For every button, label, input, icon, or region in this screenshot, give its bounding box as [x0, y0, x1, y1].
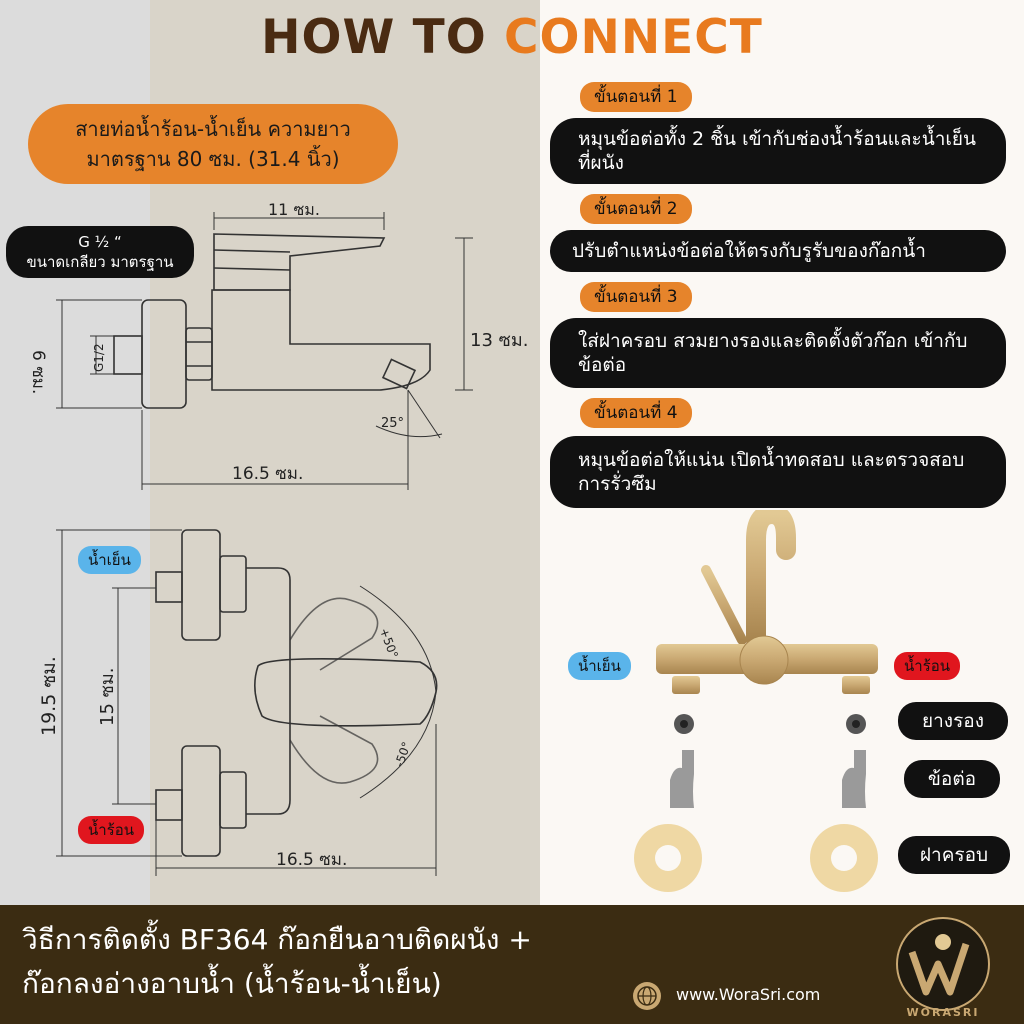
parts-cold-label: น้ำเย็น — [568, 652, 631, 680]
inlet-hot — [155, 789, 183, 821]
step-tag-4: ขั้นตอนที่ 4 — [580, 398, 692, 428]
dim-height-inner: 15 ซม. — [97, 667, 118, 726]
handle-side — [213, 233, 386, 291]
hose-note: สายท่อน้ำร้อน-น้ำเย็น ความยาว มาตรฐาน 80… — [28, 104, 398, 184]
parts-hot-label: น้ำร้อน — [894, 652, 960, 680]
hose-note-line2: มาตรฐาน 80 ซม. (31.4 นิ้ว) — [86, 147, 340, 171]
footer-title: วิธีการติดตั้ง BF364 ก๊อกยืนอาบติดผนัง +… — [22, 918, 532, 1006]
thread-note-line1: G ½ “ — [78, 233, 122, 251]
faucet-body-top — [246, 567, 291, 815]
parts-connector-label: ข้อต่อ — [904, 760, 1000, 798]
inlet-pipe-side — [113, 335, 143, 375]
title-how-to: HOW TO — [261, 10, 505, 65]
hose-note-line1: สายท่อน้ำร้อน-น้ำเย็น ความยาว — [75, 117, 351, 141]
parts-gasket-label: ยางรอง — [898, 702, 1008, 740]
nut-side — [185, 327, 213, 381]
footer-line1: วิธีการติดตั้ง BF364 ก๊อกยืนอาบติดผนัง + — [22, 923, 532, 956]
website-link[interactable]: www.WoraSri.com — [676, 985, 821, 1004]
faucet-body-side — [211, 289, 431, 391]
wall-plate-hot — [181, 745, 221, 857]
dim-height-total: 19.5 ซม. — [38, 656, 60, 736]
footer — [0, 905, 1024, 1024]
dim-width-bottom-side: 16.5 ซม. — [232, 464, 304, 484]
dim-width-top: 11 ซม. — [268, 200, 320, 219]
handle-ghost-up — [289, 597, 379, 671]
top-view-diagram — [56, 529, 438, 876]
logo-text: WORASRI — [906, 1006, 980, 1019]
wall-plate-cold — [181, 529, 221, 641]
step-text-4: หมุนข้อต่อให้แน่น เปิดน้ำทดสอบ และตรวจสอ… — [550, 436, 1006, 508]
side-view-diagram — [56, 212, 473, 490]
title-connect: CONNECT — [504, 10, 763, 65]
dim-angle-25: 25° — [381, 416, 405, 431]
step-text-1: หมุนข้อต่อทั้ง 2 ชิ้น เข้ากับช่องน้ำร้อน… — [550, 118, 1006, 184]
top-view-hot-label: น้ำร้อน — [78, 816, 144, 844]
handle-ghost-down — [289, 715, 379, 784]
top-view-cold-label: น้ำเย็น — [78, 546, 141, 574]
dim-height-left: 6 ซม. — [28, 350, 48, 395]
nut-right — [842, 676, 870, 694]
connector-left — [670, 750, 694, 808]
nut-cold — [219, 555, 247, 613]
spout-side — [381, 358, 417, 390]
lever — [701, 565, 747, 645]
step-tag-1: ขั้นตอนที่ 1 — [580, 82, 692, 112]
footer-line2: ก๊อกลงอ่างอาบน้ำ (น้ำร้อน-น้ำเย็น) — [22, 967, 442, 1000]
step-text-3: ใส่ฝาครอบ สวมยางรองและติดตั้งตัวก๊อก เข้… — [550, 318, 1006, 388]
wall-plate-side — [141, 299, 187, 409]
thread-note-line2: ขนาดเกลียว มาตรฐาน — [26, 253, 174, 271]
page-title: HOW TO CONNECT — [0, 10, 1024, 65]
connector-right — [842, 750, 866, 808]
nut-hot — [219, 771, 247, 829]
globe-icon — [633, 982, 661, 1010]
inlet-cold — [155, 571, 183, 603]
central-disc — [739, 635, 789, 685]
dim-height-right: 13 ซม. — [470, 330, 529, 351]
step-tag-2: ขั้นตอนที่ 2 — [580, 194, 692, 224]
dim-thread: G1/2 — [92, 343, 106, 372]
parts-cover-label: ฝาครอบ — [898, 836, 1010, 874]
handle-top — [254, 658, 438, 727]
step-tag-3: ขั้นตอนที่ 3 — [580, 282, 692, 312]
worasri-logo-icon — [896, 917, 990, 1011]
spout-riser — [746, 510, 796, 650]
thread-note: G ½ “ ขนาดเกลียว มาตรฐาน — [6, 226, 194, 278]
dim-width-bottom-top: 16.5 ซม. — [276, 850, 348, 870]
product-exploded-view — [634, 510, 878, 892]
step-text-2: ปรับตำแหน่งข้อต่อให้ตรงกับรูรับของก๊อกน้… — [550, 230, 1006, 272]
nut-left — [672, 676, 700, 694]
